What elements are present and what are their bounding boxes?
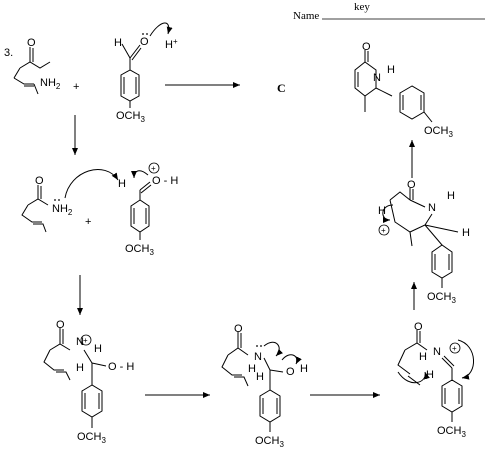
lactam-h: H [447, 190, 455, 202]
aldehyde-h: H [114, 37, 122, 49]
plus-sign-2: + [85, 216, 91, 228]
cyclic-cation: O N H H + H OCH3 [378, 179, 470, 305]
protonated-hydroxyl: O [286, 366, 295, 378]
amide-oxygen: O [414, 321, 423, 333]
methoxy-group: OCH3 [255, 435, 284, 449]
carbonyl-oxygen: O [27, 37, 36, 49]
positive-charge: + [381, 226, 386, 235]
positive-charge: + [83, 336, 88, 345]
hemiaminal: O N H + H O - H OCH3 [43, 319, 134, 445]
amide-intermediate: O NH2 [21, 169, 119, 233]
n-h: H [94, 343, 102, 355]
amide-n: N [254, 351, 262, 363]
benzylic-h: H [462, 227, 470, 239]
pentenamide-reactant: O NH2 [13, 37, 61, 95]
methoxy-group: OCH3 [424, 125, 453, 139]
answer-c: C [277, 81, 286, 95]
lactam-nh: N [373, 72, 381, 84]
methoxy-group: OCH3 [427, 291, 456, 305]
hemiaminal-neutral: O N H H O H OCH3 [221, 323, 308, 449]
aldehyde-oxygen: O [140, 36, 149, 48]
header: key Name 3. [4, 1, 485, 59]
n-h: H [419, 351, 427, 363]
amide-nh2: NH2 [40, 77, 61, 91]
iminium-n: N [433, 346, 441, 358]
acyliminium-ion: O N H + H OCH3 [397, 321, 474, 439]
amide-oxygen: O [56, 319, 65, 331]
protonated-oxygen: O - H [152, 175, 178, 187]
lactam-h: H [387, 64, 395, 76]
key-label: key [354, 1, 370, 13]
amide-oxygen: O [35, 175, 44, 187]
amide-oxygen: O [234, 323, 243, 335]
protonated-aldehyde: H O - H + OCH3 [118, 162, 178, 257]
proton: H+ [165, 37, 178, 51]
plus-sign-1: + [73, 81, 79, 93]
methoxy-group: OCH3 [437, 425, 466, 439]
hydroxyl: O - H [108, 361, 134, 373]
lactam-oxygen: O [362, 41, 371, 53]
carbinol-h: H [256, 371, 264, 383]
ring-h: H [378, 205, 386, 217]
oh-h: H [300, 363, 308, 375]
problem-number: 3. [4, 47, 13, 59]
name-label: Name [293, 10, 319, 22]
n-h: H [248, 363, 256, 375]
methoxy-group: OCH3 [77, 431, 106, 445]
amide-nh2: NH2 [52, 203, 73, 217]
positive-charge: + [151, 164, 156, 173]
iminium-h: H [426, 369, 434, 381]
methoxy-group: OCH3 [125, 243, 154, 257]
anisaldehyde-reactant: H O H+ OCH3 [114, 22, 178, 124]
amide-n: N [76, 336, 84, 348]
lactam-oxygen: O [407, 179, 416, 191]
lactam-n: N [428, 202, 436, 214]
aldehyde-h: H [118, 178, 126, 190]
carbinol-h: H [76, 362, 84, 374]
positive-charge: + [452, 344, 457, 353]
final-product: O N H OCH3 [354, 41, 453, 139]
methoxy-group: OCH3 [116, 110, 145, 124]
